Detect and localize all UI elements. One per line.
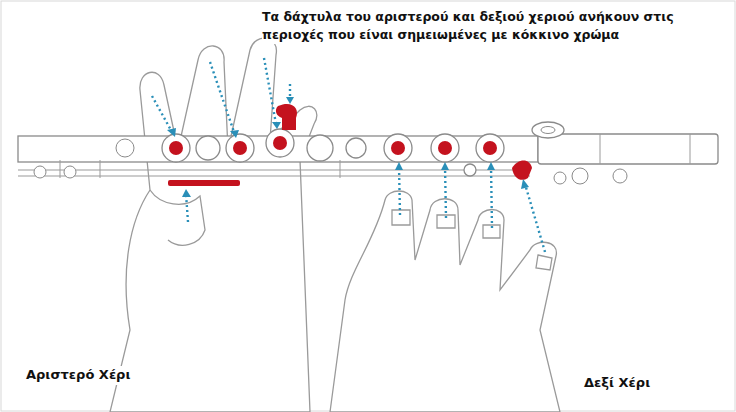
left-hand	[110, 38, 317, 412]
hand-label: Δεξί Χέρι	[582, 374, 652, 393]
arrow-head	[167, 97, 529, 197]
heading: Τα δάχτυλα του αριστερού και δεξιού χερι…	[262, 8, 728, 44]
finger-arrow	[152, 58, 545, 252]
flute-keys	[162, 129, 504, 176]
right-hand	[330, 191, 560, 412]
red-finger-area	[168, 104, 532, 186]
flute-body	[18, 122, 718, 184]
hand-label: Αριστερό Χέρι	[24, 366, 132, 385]
